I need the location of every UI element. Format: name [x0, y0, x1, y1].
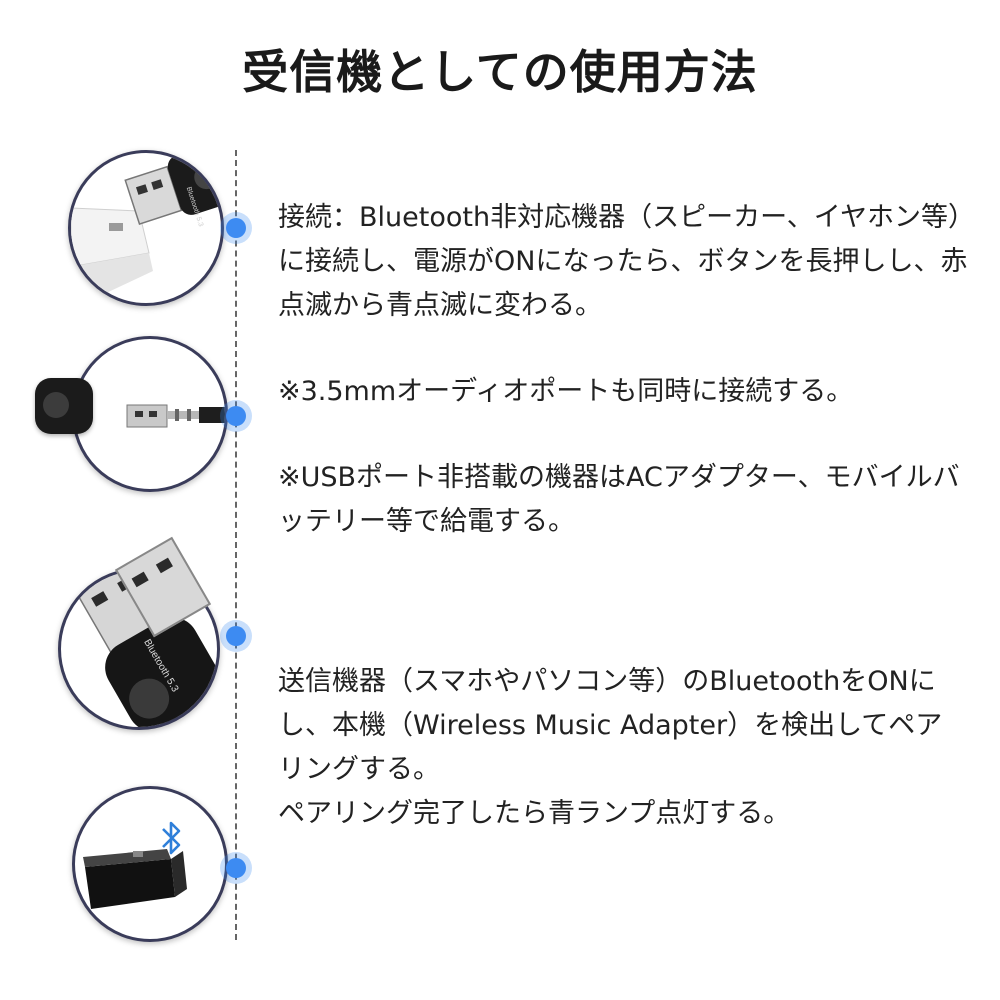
step-note-port-text: ※3.5mmオーディオポートも同時に接続する。: [278, 370, 968, 414]
timeline-dot-3: [226, 626, 246, 646]
step-note-usb-text: ※USBポート非搭載の機器はACアダプター、モバイルバッテリー等で給電する。: [278, 456, 968, 544]
timeline-dot-4: [226, 858, 246, 878]
bluetooth-speaker-image: [72, 786, 228, 942]
step-pair-text: 送信機器（スマホやパソコン等）のBluetoothをONにし、本機（Wirele…: [278, 660, 968, 836]
bluetooth-icon: [160, 818, 184, 862]
timeline-line: [235, 150, 237, 940]
timeline-dot-2: [226, 406, 246, 426]
note-port-paragraph: ※3.5mmオーディオポートも同時に接続する。: [278, 376, 854, 407]
dongle-ring-icon: [43, 392, 69, 418]
step-connect-text: 接続：Bluetooth非対応機器（スピーカー、イヤホン等）に接続し、電源がON…: [278, 196, 968, 328]
timeline-dot-1: [226, 218, 246, 238]
pair-paragraph-2: ペアリング完了したら青ランプ点灯する。: [278, 798, 791, 829]
pair-paragraph-1: 送信機器（スマホやパソコン等）のBluetoothをONにし、本機（Wirele…: [278, 666, 943, 785]
connect-paragraph: 接続：Bluetooth非対応機器（スピーカー、イヤホン等）に接続し、電源がON…: [278, 202, 968, 321]
usb-connection-image: Bluetooth 5.3: [68, 150, 224, 306]
note-usb-paragraph: ※USBポート非搭載の機器はACアダプター、モバイルバッテリー等で給電する。: [278, 462, 960, 537]
page-title: 受信機としての使用方法: [242, 45, 758, 99]
dongle-body-overlay: [35, 378, 93, 434]
audio-port-image: [72, 336, 228, 492]
